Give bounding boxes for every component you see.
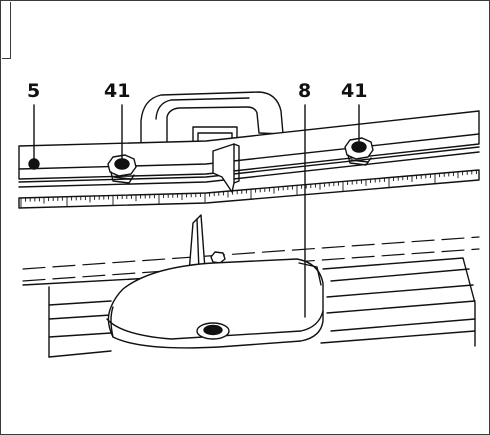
saw-table [22, 257, 476, 358]
riving-knife [188, 214, 226, 274]
stop-plate [212, 143, 240, 193]
callout-41-right: 41 [341, 80, 367, 102]
fence-pin [28, 158, 40, 170]
callout-41-left: 41 [104, 80, 130, 102]
mitre-stop [106, 258, 324, 349]
page-edge-tab [2, 2, 11, 59]
scale-ruler [18, 169, 480, 209]
knob-right [344, 137, 374, 166]
callout-5: 5 [27, 80, 40, 102]
callout-leaders [33, 104, 360, 318]
callout-8: 8 [298, 80, 311, 102]
